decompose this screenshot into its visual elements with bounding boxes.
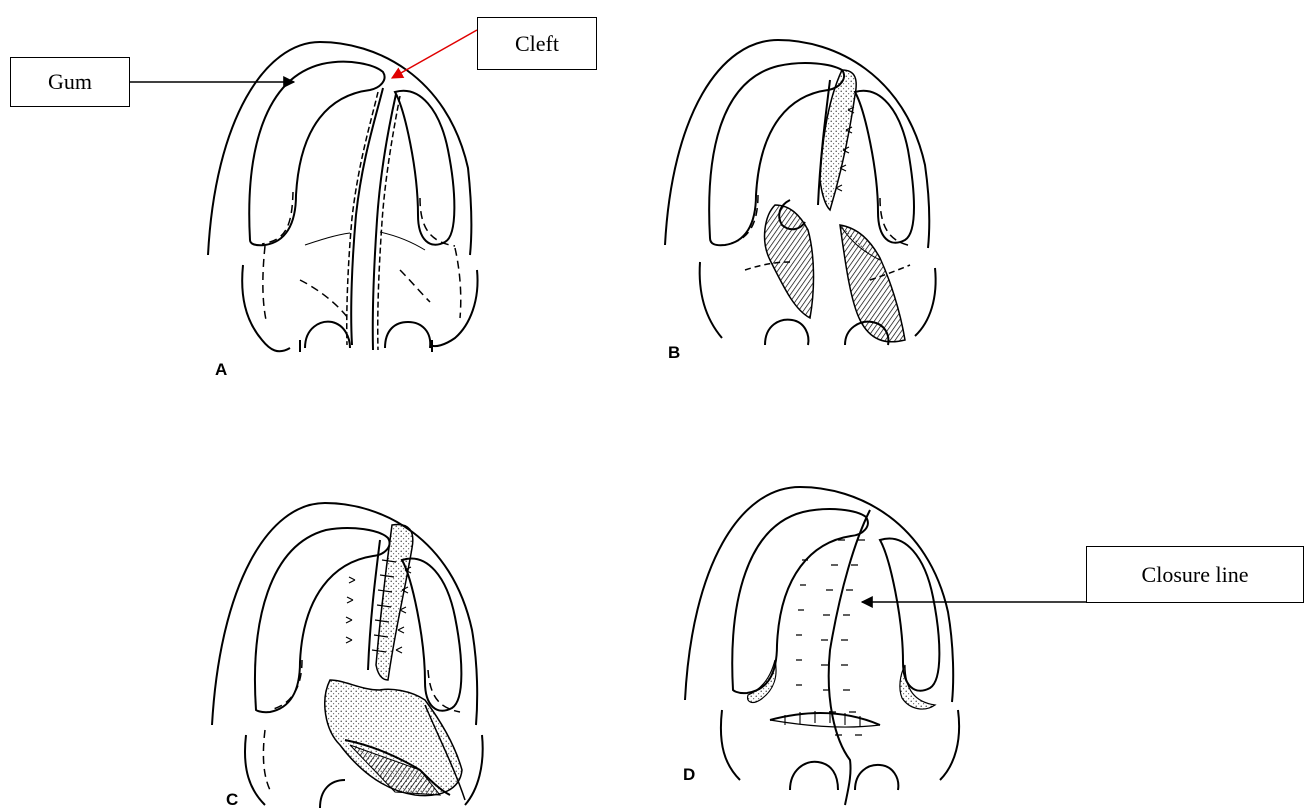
panel-label-d: D	[683, 765, 695, 784]
panel-c	[212, 503, 483, 808]
cleft-arrow	[392, 30, 477, 78]
cleft-right-edge	[373, 94, 396, 350]
gum-callout: Gum	[10, 57, 130, 107]
repaired-strip	[376, 524, 413, 680]
panel-label-a: A	[215, 360, 227, 379]
gum-ridge-right	[395, 91, 454, 245]
closure-line-callout: Closure line	[1086, 546, 1304, 603]
panel-a	[208, 42, 478, 352]
panel-label-c: C	[226, 790, 238, 809]
panel-d	[685, 487, 959, 805]
gum-ridge	[249, 62, 384, 246]
panel-label-b: B	[668, 343, 680, 362]
panel-b	[665, 40, 936, 345]
closure-line	[829, 510, 870, 805]
cleft-callout: Cleft	[477, 17, 597, 70]
outer-arch	[685, 487, 953, 702]
outer-arch	[208, 42, 471, 255]
